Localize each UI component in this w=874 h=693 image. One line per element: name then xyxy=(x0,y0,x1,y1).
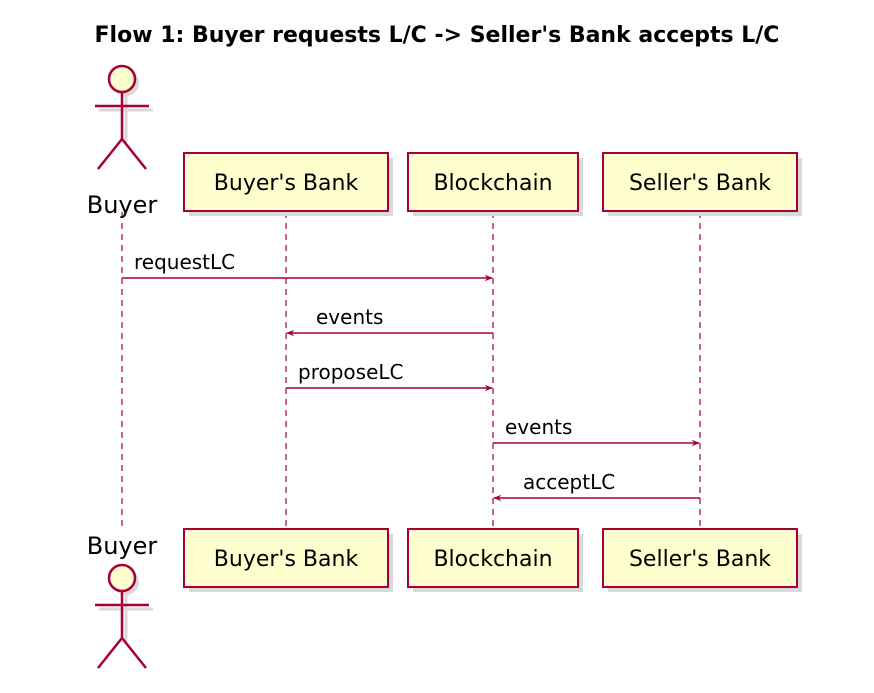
top-label-buyer: Buyer xyxy=(87,191,158,219)
bottom-actor-icon xyxy=(95,563,153,669)
message-4: events xyxy=(493,415,700,447)
bottom-box-buyers_bank xyxy=(183,528,389,588)
bottom-actor-leg-right xyxy=(121,637,147,669)
messages: requestLC events proposeLC events acceptLC xyxy=(122,250,700,502)
bottom-label-sellers_bank: Seller's Bank xyxy=(629,547,771,572)
top-actor-head xyxy=(107,64,137,94)
message-1: requestLC xyxy=(122,250,493,282)
bottom-box-sellers_bank xyxy=(602,528,798,588)
message-label-2: events xyxy=(316,305,383,329)
bottom-label-buyers_bank: Buyer's Bank xyxy=(214,547,359,572)
bottom-label-blockchain: Blockchain xyxy=(433,547,552,572)
top-label-blockchain: Blockchain xyxy=(433,171,552,196)
bottom-actor-leg-left xyxy=(97,637,123,669)
top-actor-leg-left xyxy=(97,138,123,170)
top-actor-leg-right xyxy=(121,138,147,170)
message-3: proposeLC xyxy=(286,360,493,392)
message-label-4: events xyxy=(505,415,572,439)
lifelines xyxy=(121,212,701,529)
message-5: acceptLC xyxy=(493,470,700,502)
bottom-actor-head xyxy=(107,563,137,593)
top-box-sellers_bank xyxy=(602,152,798,212)
top-actor-icon xyxy=(95,64,153,170)
bottom-box-blockchain xyxy=(407,528,579,588)
message-label-1: requestLC xyxy=(134,250,235,274)
message-2: events xyxy=(286,305,493,337)
bottom-label-buyer: Buyer xyxy=(87,532,158,560)
participant-heads-top: Buyer Buyer's Bank Blockchain Seller's Bank xyxy=(87,64,802,219)
diagram-title: Flow 1: Buyer requests L/C -> Seller's B… xyxy=(95,23,780,48)
top-box-buyers_bank xyxy=(183,152,389,212)
message-label-5: acceptLC xyxy=(523,470,615,494)
top-label-buyers_bank: Buyer's Bank xyxy=(214,171,359,196)
top-label-sellers_bank: Seller's Bank xyxy=(629,171,771,196)
top-box-blockchain xyxy=(407,152,579,212)
message-label-3: proposeLC xyxy=(298,360,403,384)
